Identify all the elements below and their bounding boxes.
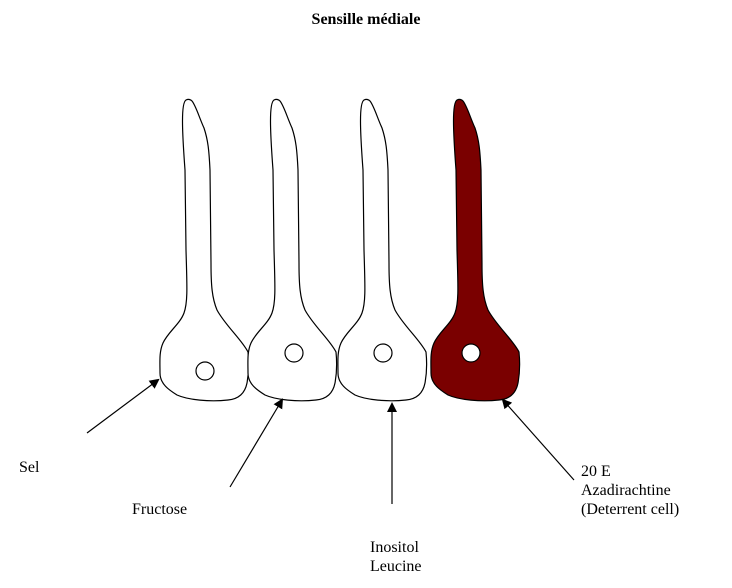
cell-2-nucleus [285,344,303,362]
arrow-deterrent [503,400,574,480]
label-inositol-line: Inositol [370,538,422,557]
label-deterrent: 20 E Azadirachtine (Deterrent cell) [581,462,679,519]
cell-1-body [160,99,249,400]
cell-1-nucleus [196,362,214,380]
label-20e-line: 20 E [581,462,679,481]
arrow-fructose [230,400,282,487]
label-deterrent-cell-line: (Deterrent cell) [581,500,679,519]
receptor-cell-2 [248,99,337,400]
label-azadirachtine-line: Azadirachtine [581,481,679,500]
receptor-cell-1 [160,99,249,400]
label-sel: Sel [19,458,39,477]
deterrent-cell-nucleus [462,344,480,362]
receptor-cell-3 [338,99,427,400]
arrow-sel [87,380,158,433]
label-leucine-line: Leucine [370,557,422,576]
label-fructose: Fructose [132,500,187,519]
label-inositol-leucine: Inositol Leucine [370,538,422,576]
deterrent-cell [431,99,520,400]
cell-3-nucleus [374,344,392,362]
